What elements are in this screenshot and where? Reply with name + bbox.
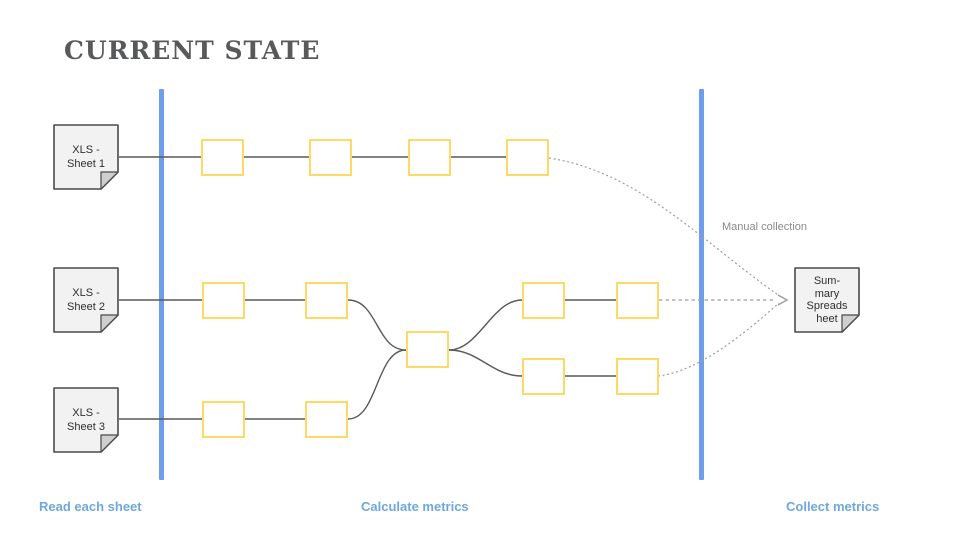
lane-label-collect-metrics: Collect metrics [786, 499, 880, 514]
process-box-bottom-1[interactable] [522, 358, 565, 395]
manual-collection-annotation: Manual collection [722, 221, 807, 233]
swimlane-divider-1 [159, 89, 164, 480]
xls-sheet1-node[interactable]: XLS - Sheet 1 [53, 124, 119, 190]
lane-label-calculate-metrics: Calculate metrics [361, 499, 469, 514]
process-box-row2-1[interactable] [202, 282, 245, 319]
page-title: CURRENT STATE [64, 36, 321, 65]
xls-sheet2-label: XLS - Sheet 2 [67, 287, 105, 313]
process-box-row1-3[interactable] [408, 139, 451, 176]
connector-curve [347, 299, 407, 351]
xls-sheet2-node[interactable]: XLS - Sheet 2 [53, 267, 119, 333]
process-box-top-1[interactable] [522, 282, 565, 319]
summary-spreadsheet-node[interactable]: Sum- mary Spreads heet [794, 267, 860, 333]
summary-spreadsheet-label: Sum- mary Spreads heet [806, 275, 848, 325]
process-box-bottom-2[interactable] [616, 358, 659, 395]
process-box-row3-2[interactable] [305, 401, 348, 438]
xls-sheet3-label: XLS - Sheet 3 [67, 407, 105, 433]
connector-curve [448, 349, 523, 377]
connector-curve [448, 299, 523, 351]
process-box-row1-4[interactable] [506, 139, 549, 176]
manual-connector-bottom [657, 302, 780, 377]
process-box-row1-2[interactable] [309, 139, 352, 176]
process-box-top-2[interactable] [616, 282, 659, 319]
process-box-row2-2[interactable] [305, 282, 348, 319]
lane-label-read-each-sheet: Read each sheet [39, 499, 142, 514]
note-shape [53, 124, 119, 190]
note-shape [794, 267, 860, 333]
xls-sheet1-label: XLS - Sheet 1 [67, 144, 105, 170]
process-box-row3-1[interactable] [202, 401, 245, 438]
process-box-merge[interactable] [406, 331, 449, 368]
process-box-row1-1[interactable] [201, 139, 244, 176]
swimlane-divider-2 [699, 89, 704, 480]
xls-sheet3-node[interactable]: XLS - Sheet 3 [53, 387, 119, 453]
note-shape [53, 387, 119, 453]
connector-curve [347, 349, 407, 420]
note-shape [53, 267, 119, 333]
arrowhead-icon [777, 294, 789, 306]
